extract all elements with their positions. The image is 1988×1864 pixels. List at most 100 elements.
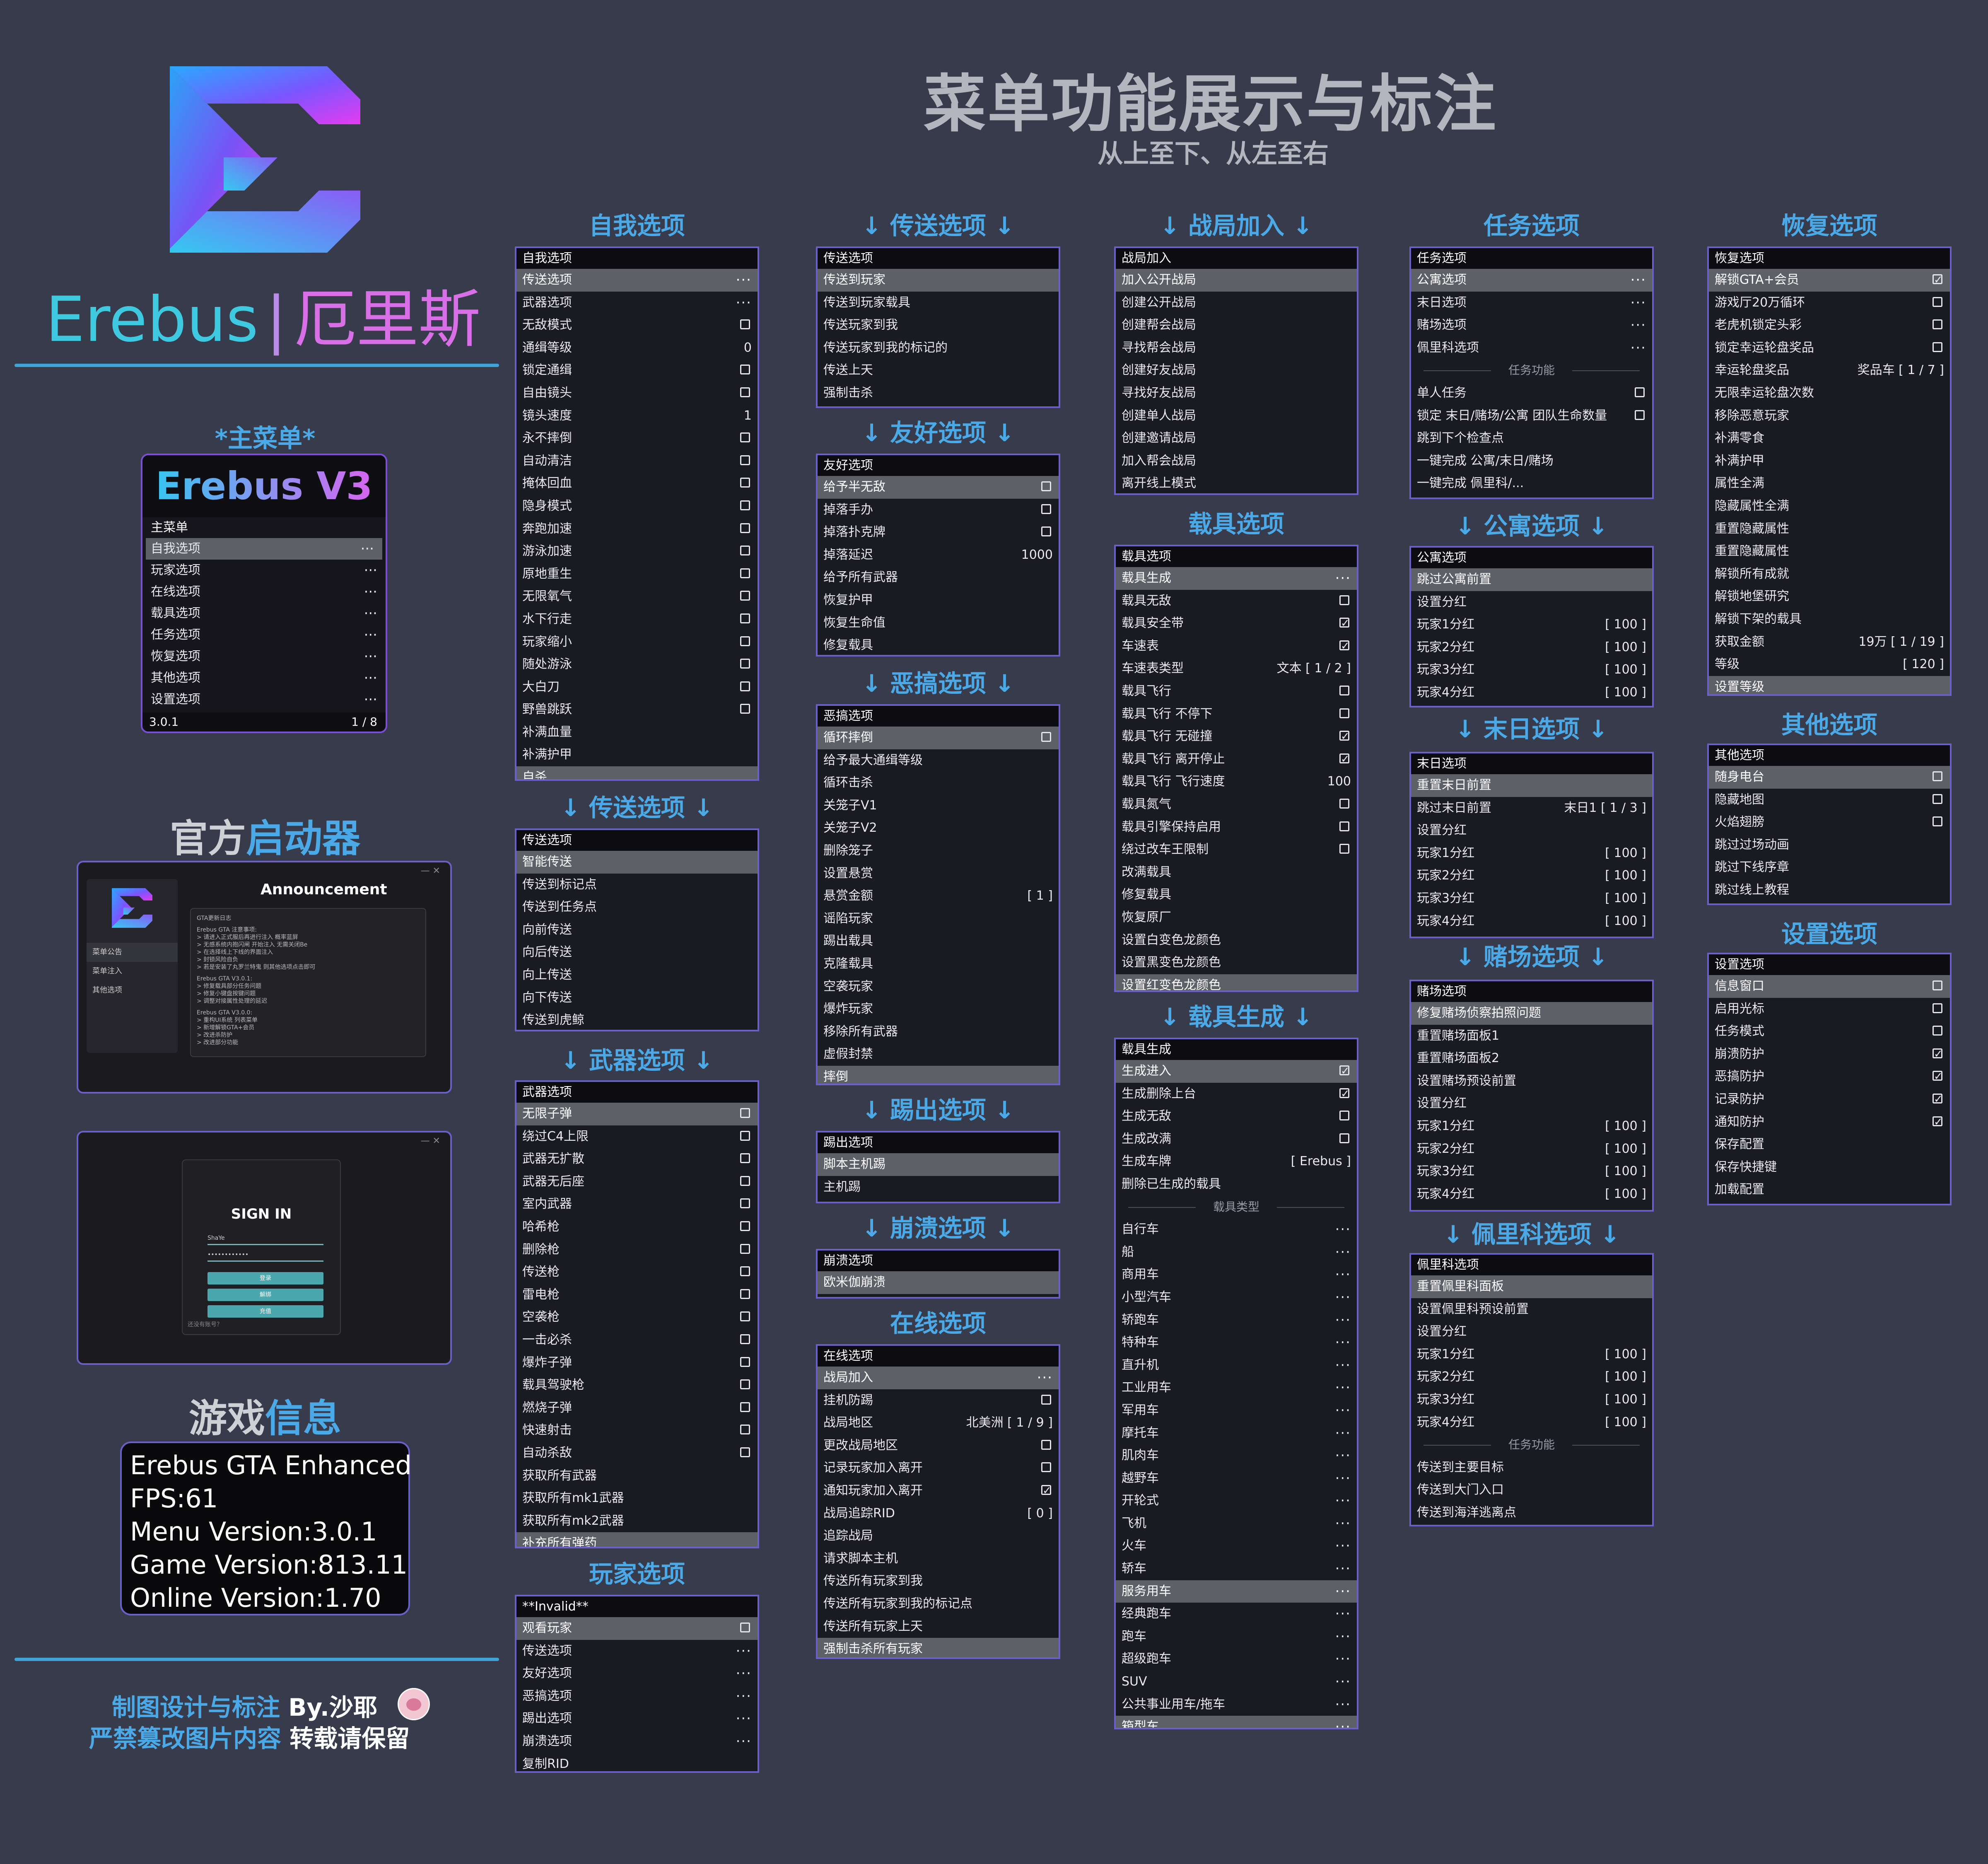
menu-item[interactable]: 一击必杀 bbox=[516, 1329, 758, 1352]
checkbox-icon[interactable] bbox=[1933, 342, 1942, 352]
main-menu-item[interactable]: 在线选项··· bbox=[142, 581, 386, 603]
menu-item[interactable]: 玩家3分红[ 100 ] bbox=[1411, 1388, 1652, 1411]
menu-item[interactable]: 设置分红 bbox=[1411, 591, 1652, 614]
menu-item[interactable]: 获取所有mk1武器 bbox=[516, 1487, 758, 1510]
checkbox-icon[interactable] bbox=[1339, 708, 1349, 718]
checkbox-icon[interactable] bbox=[740, 478, 750, 488]
main-menu-item[interactable]: 玩家选项··· bbox=[142, 560, 386, 581]
menu-item[interactable]: 跳到下个检查点 bbox=[1411, 427, 1652, 450]
menu-item[interactable]: 崩溃防护 bbox=[1709, 1043, 1950, 1066]
menu-item[interactable]: 悬赏金额[ 1 ] bbox=[818, 885, 1059, 908]
menu-item[interactable]: 空袭玩家 bbox=[818, 975, 1059, 998]
checkbox-icon[interactable] bbox=[740, 500, 750, 510]
menu-item[interactable]: 获取所有mk2武器 bbox=[516, 1510, 758, 1533]
menu-item[interactable]: 通知防护 bbox=[1709, 1111, 1950, 1134]
checkbox-checked-icon[interactable] bbox=[1933, 1043, 1943, 1065]
menu-item[interactable]: 传送选项··· bbox=[516, 269, 758, 292]
checkbox-icon[interactable] bbox=[1933, 816, 1942, 827]
menu-item[interactable]: 爆炸子弹 bbox=[516, 1352, 758, 1374]
menu-item[interactable]: 挂机防踢 bbox=[818, 1389, 1059, 1412]
menu-item[interactable]: 大白刀 bbox=[516, 676, 758, 699]
checkbox-icon[interactable] bbox=[740, 1379, 750, 1390]
menu-item[interactable]: 设置红变色龙颜色 bbox=[1116, 974, 1357, 990]
checkbox-checked-icon[interactable] bbox=[1339, 748, 1350, 770]
menu-item[interactable]: 船··· bbox=[1116, 1241, 1357, 1264]
menu-item[interactable]: 恢复原厂 bbox=[1116, 906, 1357, 929]
menu-item[interactable]: 欧米伽崩溃 bbox=[818, 1271, 1059, 1294]
menu-item[interactable]: 传送枪 bbox=[516, 1261, 758, 1284]
checkbox-checked-icon[interactable] bbox=[1933, 1111, 1943, 1133]
checkbox-icon[interactable] bbox=[1041, 732, 1051, 742]
checkbox-icon[interactable] bbox=[740, 659, 750, 669]
menu-item[interactable]: 隐藏地图 bbox=[1709, 789, 1950, 811]
menu-item[interactable]: 赌场选项··· bbox=[1411, 314, 1652, 337]
menu-item[interactable]: 爆炸玩家 bbox=[818, 998, 1059, 1021]
checkbox-icon[interactable] bbox=[740, 1266, 750, 1277]
menu-item[interactable]: 启用光标 bbox=[1709, 998, 1950, 1021]
menu-item[interactable]: 解锁地堡研究 bbox=[1709, 585, 1950, 608]
menu-item[interactable]: 跑车··· bbox=[1116, 1625, 1357, 1648]
username-field[interactable]: ShaYe bbox=[207, 1235, 225, 1241]
menu-item[interactable]: 武器无后座 bbox=[516, 1171, 758, 1193]
menu-item[interactable]: 重置赌场面板2 bbox=[1411, 1047, 1652, 1070]
menu-item[interactable]: 加载配置 bbox=[1709, 1178, 1950, 1201]
checkbox-icon[interactable] bbox=[1041, 504, 1051, 514]
menu-item[interactable]: 传送所有玩家到我 bbox=[818, 1570, 1059, 1593]
checkbox-icon[interactable] bbox=[740, 1311, 750, 1322]
menu-item[interactable]: 删除笼子 bbox=[818, 840, 1059, 862]
checkbox-icon[interactable] bbox=[740, 1176, 750, 1186]
checkbox-icon[interactable] bbox=[740, 704, 750, 714]
checkbox-icon[interactable] bbox=[1933, 297, 1942, 307]
checkbox-icon[interactable] bbox=[1635, 410, 1645, 420]
menu-item[interactable]: 解锁GTA+会员 bbox=[1709, 269, 1950, 292]
menu-item[interactable]: 玩家4分红[ 100 ] bbox=[1411, 1183, 1652, 1206]
menu-item[interactable]: 设置等级 bbox=[1709, 676, 1950, 694]
menu-item[interactable]: 车速表类型文本 [ 1 / 2 ] bbox=[1116, 657, 1357, 680]
menu-item[interactable]: 锁定通缉 bbox=[516, 359, 758, 382]
checkbox-icon[interactable] bbox=[1041, 526, 1051, 537]
checkbox-icon[interactable] bbox=[1339, 1133, 1349, 1143]
menu-item[interactable]: 关笼子V1 bbox=[818, 794, 1059, 817]
menu-item[interactable]: 奔跑加速 bbox=[516, 518, 758, 541]
menu-item[interactable]: 记录防护 bbox=[1709, 1088, 1950, 1111]
checkbox-icon[interactable] bbox=[740, 1130, 750, 1141]
menu-item[interactable]: 锁定幸运轮盘奖品 bbox=[1709, 337, 1950, 360]
window-controls[interactable]: — ✕ bbox=[420, 866, 440, 876]
menu-item[interactable]: 生成进入 bbox=[1116, 1060, 1357, 1083]
menu-item[interactable]: 踢出载具 bbox=[818, 930, 1059, 953]
main-menu-item[interactable]: 恢复选项··· bbox=[142, 646, 386, 667]
menu-item[interactable]: 无敌模式 bbox=[516, 314, 758, 337]
menu-item[interactable]: 空袭枪 bbox=[516, 1306, 758, 1329]
menu-item[interactable]: 重置末日前置 bbox=[1411, 774, 1652, 797]
menu-item[interactable]: 改满载具 bbox=[1116, 861, 1357, 884]
menu-item[interactable]: 一键完成 佩里科/... bbox=[1411, 472, 1652, 495]
checkbox-icon[interactable] bbox=[1041, 481, 1051, 491]
register-link[interactable]: 还没有账号？ bbox=[188, 1321, 222, 1328]
menu-item[interactable]: 跳过下线序章 bbox=[1709, 856, 1950, 879]
menu-item[interactable]: 室内武器 bbox=[516, 1193, 758, 1216]
checkbox-checked-icon[interactable] bbox=[1933, 1065, 1943, 1088]
checkbox-icon[interactable] bbox=[740, 1243, 750, 1254]
menu-item[interactable]: 自杀 bbox=[516, 766, 758, 779]
menu-item[interactable]: 崩溃选项··· bbox=[516, 1730, 758, 1753]
menu-item[interactable]: 生成车牌[ Erebus ] bbox=[1116, 1150, 1357, 1173]
menu-item[interactable]: 重置赌场面板1 bbox=[1411, 1025, 1652, 1048]
menu-item[interactable]: 载具生成··· bbox=[1116, 567, 1357, 590]
menu-item[interactable]: 获取所有武器 bbox=[516, 1465, 758, 1487]
main-menu-item[interactable]: 自我选项··· bbox=[146, 538, 382, 560]
menu-item[interactable]: 向上传送 bbox=[516, 964, 758, 987]
menu-item[interactable]: 隐身模式 bbox=[516, 495, 758, 518]
menu-item[interactable]: 快速射击 bbox=[516, 1419, 758, 1442]
menu-item[interactable]: 循环击杀 bbox=[818, 772, 1059, 794]
menu-item[interactable]: 脚本主机踢 bbox=[818, 1153, 1059, 1176]
menu-item[interactable]: 设置黑变色龙颜色 bbox=[1116, 951, 1357, 974]
menu-item[interactable]: 玩家2分红[ 100 ] bbox=[1411, 636, 1652, 659]
menu-item[interactable]: 火焰翅膀 bbox=[1709, 811, 1950, 834]
menu-item[interactable]: 锁定 末日/赌场/公寓 团队生命数量 bbox=[1411, 405, 1652, 427]
main-menu-item[interactable]: 其他选项··· bbox=[142, 667, 386, 689]
menu-item[interactable]: 传送到玩家载具 bbox=[818, 292, 1059, 314]
menu-item[interactable]: 开轮式··· bbox=[1116, 1490, 1357, 1512]
checkbox-icon[interactable] bbox=[1339, 798, 1349, 809]
